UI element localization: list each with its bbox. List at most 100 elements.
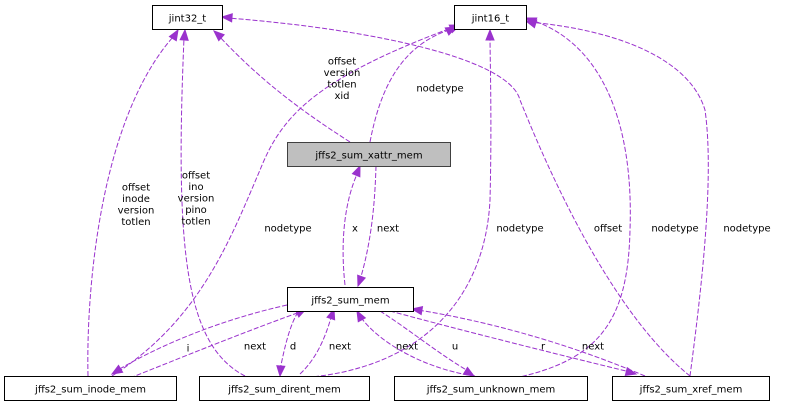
- edge-mem-to-unknown: [379, 310, 476, 377]
- node-box[interactable]: [612, 376, 770, 401]
- node-box[interactable]: [4, 376, 177, 401]
- edge-line: [180, 37, 246, 377]
- edge-label-line: version: [178, 194, 215, 205]
- node-unknown[interactable]: jffs2_sum_unknown_mem: [394, 376, 588, 401]
- edge-label-line: u: [452, 342, 458, 353]
- edge-line: [117, 304, 288, 371]
- edge-line: [87, 36, 174, 377]
- edge-line: [514, 18, 631, 379]
- edge-label-line: totlen: [181, 217, 210, 228]
- node-jint32[interactable]: jint32_t: [152, 5, 223, 30]
- edge-label: r: [541, 342, 546, 353]
- arrowhead-icon: [357, 274, 367, 288]
- edge-label-line: offset: [328, 56, 356, 67]
- edge-dirent-to-jint16: [299, 28, 495, 379]
- edge-label-line: d: [290, 342, 296, 353]
- edge-label-line: next: [582, 342, 604, 353]
- node-inode[interactable]: jffs2_sum_inode_mem: [4, 376, 177, 401]
- edge-label: nodetype: [496, 224, 543, 235]
- node-label: jint32_t: [168, 14, 207, 25]
- edge-line: [129, 311, 301, 379]
- arrowhead-icon: [356, 309, 367, 323]
- arrowhead-icon: [276, 365, 286, 378]
- edge-label: next: [377, 224, 399, 235]
- node-label: jffs2_sum_dirent_mem: [227, 385, 341, 396]
- edge-label: d: [290, 342, 296, 353]
- arrowhead-icon: [524, 19, 538, 29]
- edge-label-line: inode: [122, 194, 150, 205]
- edges-layer: [87, 13, 709, 379]
- edge-unknown-to-mem: [356, 309, 476, 377]
- edge-xref-to-jint32: [220, 13, 691, 377]
- node-box[interactable]: [454, 5, 527, 30]
- edge-label-line: version: [324, 68, 361, 79]
- edge-label: next: [582, 342, 604, 353]
- node-box[interactable]: [152, 5, 223, 30]
- node-box[interactable]: [287, 287, 414, 312]
- edge-label-line: next: [244, 342, 266, 353]
- node-dirent[interactable]: jffs2_sum_dirent_mem: [199, 376, 370, 401]
- edge-line: [389, 310, 631, 373]
- edge-line: [417, 309, 646, 377]
- node-box[interactable]: [394, 376, 588, 401]
- node-label: jffs2_sum_unknown_mem: [426, 385, 556, 396]
- edge-xref-to-mem: [410, 306, 646, 377]
- edge-label-line: next: [396, 342, 418, 353]
- edge-line: [299, 34, 492, 379]
- node-mem[interactable]: jffs2_sum_mem: [287, 287, 414, 312]
- edge-label-line: next: [329, 342, 351, 353]
- edge-line: [111, 26, 455, 377]
- edge-label-line: ino: [188, 182, 203, 193]
- edge-label-line: offset: [122, 182, 150, 193]
- edge-mem-to-dirent: [276, 311, 299, 378]
- node-xattr[interactable]: jffs2_sum_xattr_mem: [287, 142, 451, 167]
- edge-mem-to-inode: [110, 304, 288, 375]
- arrowhead-icon: [179, 28, 189, 41]
- edge-label-line: pino: [185, 205, 207, 216]
- edge-label-line: totlen: [121, 217, 150, 228]
- edge-line: [279, 311, 299, 371]
- arrowhead-icon: [462, 366, 476, 377]
- edge-label-line: nodetype: [723, 224, 770, 235]
- edge-label: nodetype: [264, 224, 311, 235]
- edge-xattr-to-jint32: [212, 30, 351, 143]
- node-label: jffs2_sum_inode_mem: [34, 385, 146, 396]
- edge-label-line: nodetype: [651, 224, 698, 235]
- node-box[interactable]: [199, 376, 370, 401]
- edge-line: [299, 313, 333, 375]
- edge-label-line: xid: [334, 91, 349, 102]
- edge-line: [369, 28, 453, 143]
- edge-dirent-to-jint32: [179, 28, 246, 377]
- node-xref[interactable]: jffs2_sum_xref_mem: [612, 376, 770, 401]
- arrowhead-icon: [485, 28, 495, 41]
- node-label: jffs2_sum_xattr_mem: [314, 151, 422, 162]
- nodes-layer: jint32_t jint16_t jffs2_sum_xattr_mem jffs2…: [4, 5, 770, 401]
- edge-inode-to-jint32: [87, 28, 179, 377]
- arrowhead-icon: [168, 28, 179, 42]
- edge-line: [227, 17, 691, 377]
- edge-xref-to-jint16: [524, 19, 709, 377]
- arrowhead-icon: [220, 13, 233, 23]
- edge-label: u: [452, 342, 458, 353]
- edge-label: next: [396, 342, 418, 353]
- node-jint16[interactable]: jint16_t: [454, 5, 527, 30]
- edge-label: nodetype: [416, 84, 463, 95]
- edge-xattr-to-mem: [357, 165, 377, 288]
- edge-line: [359, 315, 476, 377]
- edge-label: i: [187, 344, 190, 355]
- edge-label: nodetype: [651, 224, 698, 235]
- edge-line: [359, 165, 377, 281]
- edge-label: nodetype: [723, 224, 770, 235]
- edge-label-line: nodetype: [496, 224, 543, 235]
- edge-line: [342, 171, 359, 286]
- edge-label-line: i: [187, 344, 190, 355]
- edge-label-line: next: [377, 224, 399, 235]
- edge-mem-to-xattr: [342, 164, 361, 286]
- edge-label: offset: [594, 224, 622, 235]
- edge-label-line: x: [352, 224, 358, 235]
- node-box[interactable]: [287, 142, 451, 167]
